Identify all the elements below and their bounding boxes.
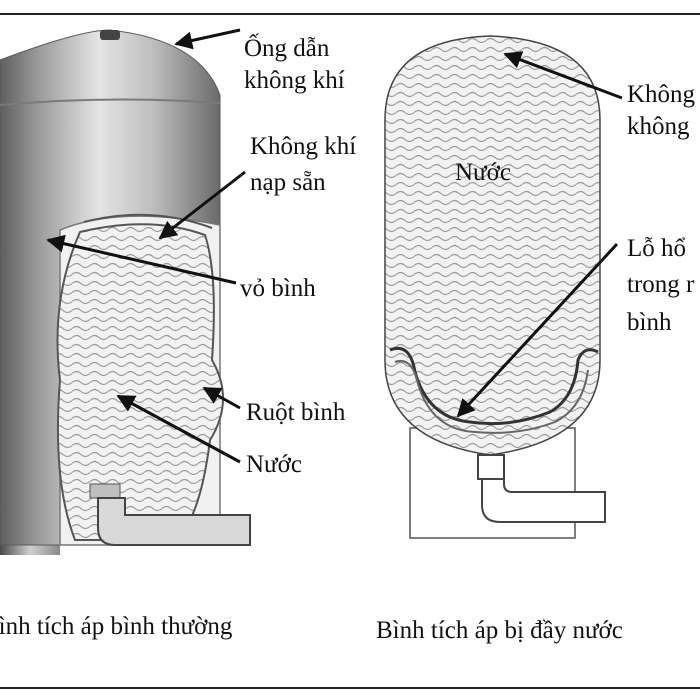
left-outlet-fitting: [89, 483, 121, 499]
label-precharged-air-1: Không khí: [250, 133, 356, 160]
right-bladder-inner: [394, 360, 589, 434]
label-hole-2: trong r: [627, 271, 695, 298]
arrow-water-left: [116, 394, 241, 464]
left-bladder-water: [56, 223, 224, 541]
arrow-precharged-air: [158, 170, 246, 240]
arrow-air-pipe: [174, 28, 241, 50]
label-air-pipe-2: không khí: [244, 67, 345, 94]
air-valve: [100, 30, 120, 40]
label-air-right-2: không: [627, 113, 690, 140]
label-precharged-air-2: nạp sẵn: [250, 169, 326, 196]
arrow-shell: [46, 234, 237, 285]
caption-left: Bình tích áp bình thường: [0, 613, 233, 640]
arrow-hole: [456, 242, 619, 418]
right-tank: [384, 35, 606, 539]
left-outlet-elbow: [97, 497, 251, 546]
label-water-right: Nước: [455, 159, 511, 186]
arrow-air-right: [503, 51, 623, 100]
label-water-left: Nước: [246, 451, 302, 478]
arrow-bladder: [202, 386, 241, 410]
left-bladder-outline: [83, 213, 213, 229]
label-air-right-1: Không: [627, 81, 696, 108]
label-air-pipe-1: Ống dẫn: [244, 33, 330, 62]
right-tank-body: [384, 35, 601, 456]
label-hole-3: bình: [627, 309, 672, 336]
left-tank-seam: [0, 98, 221, 106]
right-outlet-elbow: [481, 478, 606, 523]
label-hole-1: Lỗ hổ: [627, 235, 686, 262]
right-outlet-fitting: [477, 454, 505, 480]
label-bladder: Ruột bình: [246, 399, 346, 426]
left-tank: [0, 29, 251, 555]
caption-right: Bình tích áp bị đầy nước: [376, 617, 623, 644]
label-shell: vỏ bình: [240, 275, 316, 302]
